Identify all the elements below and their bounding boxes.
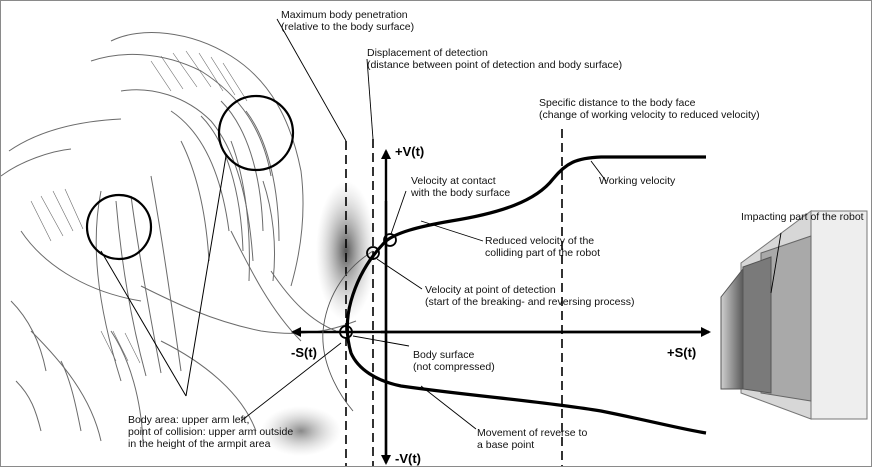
label-impacting-part: Impacting part of the robot (741, 211, 864, 223)
axis-label-neg-s: -S(t) (291, 345, 317, 360)
reduced-velocity-line2: colliding part of the robot (485, 247, 600, 259)
zoom-circle-muscle (219, 96, 293, 170)
connector-line-2 (186, 156, 226, 396)
label-displacement: Displacement of detection (distance betw… (367, 47, 622, 71)
label-body-surface: Body surface (not compressed) (413, 349, 495, 373)
body-surface-line1: Body surface (413, 349, 495, 361)
axis-label-pos-v: +V(t) (395, 144, 424, 159)
axis-label-pos-s: +S(t) (667, 345, 696, 360)
label-specific-distance: Specific distance to the body face (chan… (539, 97, 760, 121)
impacting-part-text: Impacting part of the robot (741, 211, 864, 223)
label-velocity-contact: Velocity at contact with the body surfac… (411, 175, 510, 199)
robot-part (721, 211, 867, 419)
displacement-subtitle: (distance between point of detection and… (367, 59, 622, 71)
label-max-penetration: Maximum body penetration (relative to th… (281, 9, 414, 33)
body-area-line3: in the height of the armpit area (128, 438, 293, 450)
connector-line-1 (101, 251, 186, 396)
label-velocity-detection: Velocity at point of detection (start of… (425, 284, 635, 308)
velocity-detection-line1: Velocity at point of detection (425, 284, 635, 296)
label-working-velocity: Working velocity (599, 175, 675, 187)
velocity-contact-line1: Velocity at contact (411, 175, 510, 187)
movement-reverse-line2: a base point (477, 439, 587, 451)
displacement-title: Displacement of detection (367, 47, 622, 59)
label-reduced-velocity: Reduced velocity of the colliding part o… (485, 235, 600, 259)
body-surface-line2: (not compressed) (413, 361, 495, 373)
max-penetration-subtitle: (relative to the body surface) (281, 21, 414, 33)
movement-reverse-line1: Movement of reverse to (477, 427, 587, 439)
max-penetration-title: Maximum body penetration (281, 9, 414, 21)
axis-label-neg-v: -V(t) (395, 451, 421, 466)
label-body-area: Body area: upper arm left, point of coll… (128, 414, 293, 450)
reduced-velocity-line1: Reduced velocity of the (485, 235, 600, 247)
specific-distance-subtitle: (change of working velocity to reduced v… (539, 109, 760, 121)
body-area-line2: point of collision: upper arm outside (128, 426, 293, 438)
label-movement-reverse: Movement of reverse to a base point (477, 427, 587, 451)
body-area-line1: Body area: upper arm left, (128, 414, 293, 426)
anatomy-illustration (1, 33, 376, 456)
specific-distance-title: Specific distance to the body face (539, 97, 760, 109)
working-velocity-text: Working velocity (599, 175, 675, 187)
velocity-detection-line2: (start of the breaking- and reversing pr… (425, 296, 635, 308)
velocity-contact-line2: with the body surface (411, 187, 510, 199)
